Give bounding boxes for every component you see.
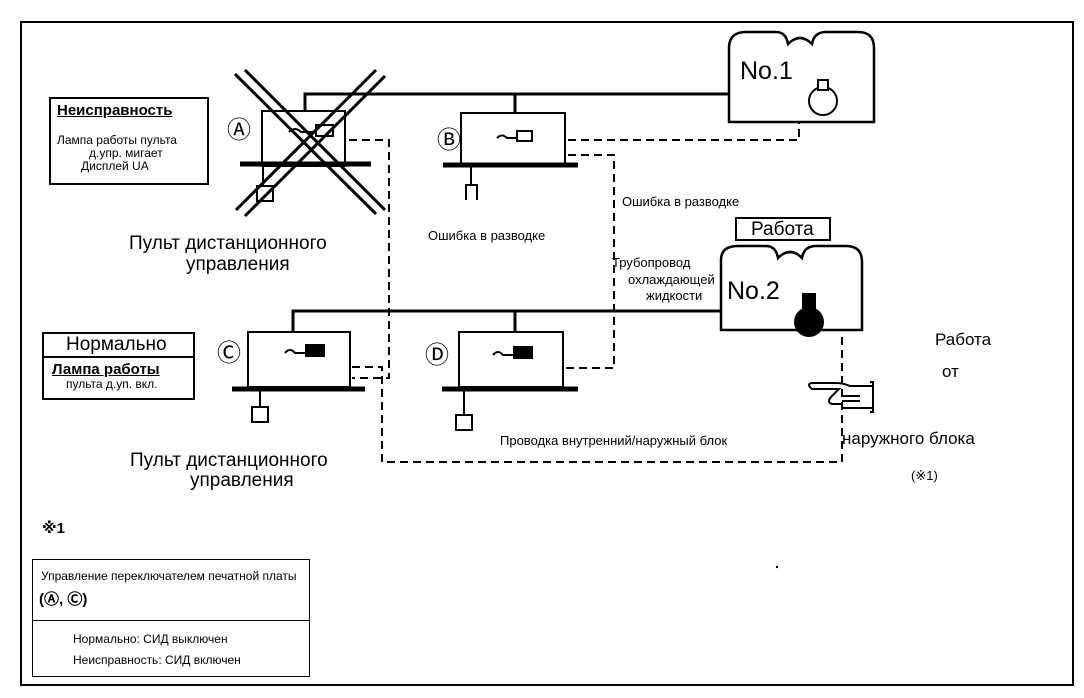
footnote-box-line3: Нормально: СИД выключен bbox=[73, 632, 228, 646]
normal-panel-title: Нормально bbox=[66, 334, 167, 355]
remote-label-bottom-line1: Пульт дистанционного bbox=[130, 450, 328, 471]
outdoor-unit-1-label: No.1 bbox=[740, 57, 793, 85]
fault-panel-title: Неисправность bbox=[57, 102, 173, 119]
unit-label-b: Ⓑ bbox=[437, 127, 461, 154]
pipe-label-line2: охлаждающей bbox=[628, 272, 715, 287]
indoor-unit-b bbox=[443, 112, 578, 200]
footnote-box: Управление переключателем печатной платы… bbox=[32, 559, 310, 677]
remote-label-top-line2: управления bbox=[186, 254, 290, 275]
indoor-outdoor-wiring-label: Проводка внутренний/наружный блок bbox=[500, 433, 728, 448]
outdoor-unit-2 bbox=[719, 244, 864, 337]
footnote-box-header bbox=[33, 560, 309, 621]
right-note-line3: наружного блока bbox=[842, 429, 975, 448]
operation-badge: Работа bbox=[735, 217, 831, 241]
indoor-unit-d bbox=[442, 331, 578, 431]
normal-panel: Нормально Лампа работы пульта д.уп. вкл. bbox=[42, 332, 195, 400]
outdoor-unit-2-label: No.2 bbox=[727, 277, 780, 305]
unit-label-c: Ⓒ bbox=[217, 340, 241, 367]
unit-label-a: Ⓐ bbox=[227, 117, 251, 144]
remote-label-bottom-line2: управления bbox=[190, 470, 294, 491]
fault-panel: Неисправность Лампа работы пульта д.упр.… bbox=[49, 97, 209, 185]
indoor-unit-c bbox=[232, 331, 365, 423]
outdoor-unit-1 bbox=[727, 30, 876, 124]
footnote-box-line1: Управление переключателем печатной платы bbox=[41, 569, 297, 583]
wiring-error-label-b: Ошибка в разводке bbox=[428, 228, 546, 243]
right-note-line1: Работа bbox=[935, 330, 992, 349]
fault-panel-line2: д.упр. мигает bbox=[89, 146, 163, 160]
fault-panel-line1: Лампа работы пульта bbox=[57, 133, 177, 147]
normal-panel-header: Нормально bbox=[44, 334, 193, 358]
pointing-hand-icon bbox=[808, 381, 874, 413]
unit-label-d: Ⓓ bbox=[425, 342, 449, 369]
normal-panel-line1: Лампа работы bbox=[52, 361, 160, 378]
remote-label-top-line1: Пульт дистанционного bbox=[129, 233, 327, 254]
operation-badge-text: Работа bbox=[751, 219, 814, 240]
right-note-line4: (※1) bbox=[911, 468, 938, 483]
fault-panel-line3: Дисплей UA bbox=[81, 159, 149, 173]
pipe-label-line1: Трубопровод bbox=[612, 255, 691, 270]
wiring-error-label-right: Ошибка в разводке bbox=[622, 194, 740, 209]
footnote-box-line2: (Ⓐ, Ⓒ) bbox=[39, 591, 88, 608]
pipe-label-line3: жидкости bbox=[646, 288, 703, 303]
footnote-box-line4: Неисправность: СИД включен bbox=[73, 653, 241, 667]
fault-cross-mark bbox=[233, 68, 387, 218]
footnote-mark: ※1 bbox=[42, 520, 65, 537]
normal-panel-line2: пульта д.уп. вкл. bbox=[66, 377, 158, 391]
right-note-line2: от bbox=[942, 362, 959, 381]
